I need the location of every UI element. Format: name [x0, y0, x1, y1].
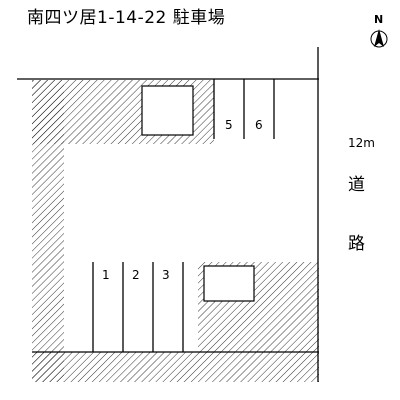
parking-space-number: 5 [225, 118, 233, 132]
parking-space-number: 6 [255, 118, 263, 132]
parking-space-number: 3 [162, 268, 170, 282]
parking-stall-lines [92, 79, 275, 352]
hatched-area-bottom [32, 352, 319, 382]
compass-north-label: N [374, 13, 384, 26]
parking-space-number: 1 [102, 268, 110, 282]
road-name-char: 路 [348, 234, 365, 254]
structure-top [141, 85, 194, 136]
hatched-area-left [32, 80, 64, 382]
road-name-char: 道 [348, 175, 365, 195]
parking-space-number: 2 [132, 268, 140, 282]
boundary-lines [17, 47, 319, 382]
north-arrow-icon [370, 29, 388, 48]
structure-bottom [203, 265, 255, 302]
structures [141, 85, 255, 302]
road-width-label: 12m [348, 136, 375, 150]
map-title: 南四ツ居1-14-22 駐車場 [27, 8, 226, 28]
